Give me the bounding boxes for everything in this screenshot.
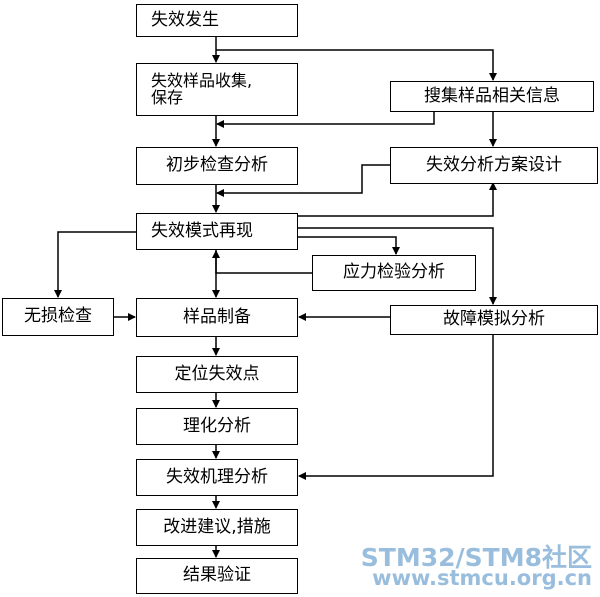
node-fault-simulation: 故障模拟分析: [390, 305, 598, 335]
arrow-mode-to-fault: [298, 227, 497, 305]
node-sample-prep: 样品制备: [136, 298, 298, 337]
node-failure-occurs: 失效发生: [136, 4, 298, 37]
watermark-line2: www.stmcu.org.cn: [372, 566, 592, 590]
node-nondestructive: 无损检查: [2, 298, 114, 336]
node-mechanism-analysis: 失效机理分析: [136, 459, 298, 496]
node-collect-info: 搜集样品相关信息: [390, 81, 594, 112]
node-analysis-plan: 失效分析方案设计: [390, 147, 598, 184]
arrow-mode-to-nondestructive: [54, 231, 136, 298]
node-mode-reproduce: 失效模式再现: [136, 213, 298, 250]
arrow-stress-to-mode: [212, 250, 312, 274]
watermark-line1: STM32/STM8社区: [360, 543, 592, 572]
node-physchem-analysis: 理化分析: [136, 408, 298, 445]
arrow-fault-to-mechanism: [298, 334, 494, 480]
node-result-verify: 结果验证: [136, 558, 298, 594]
node-sample-collect: 失效样品收集, 保存: [136, 63, 298, 116]
arrow-mode-to-plan: [298, 182, 497, 217]
node-locate-point: 定位失效点: [136, 356, 298, 393]
node-improvement: 改进建议,措施: [136, 509, 298, 546]
node-stress-test: 应力检验分析: [312, 255, 476, 291]
node-initial-check: 初步检查分析: [136, 147, 298, 185]
arrow-info-to-collect: [216, 111, 435, 128]
arrow-plan-to-mode: [216, 164, 390, 197]
arrow-mode-to-stress: [298, 236, 400, 255]
arrow-occur-to-info: [216, 49, 497, 81]
